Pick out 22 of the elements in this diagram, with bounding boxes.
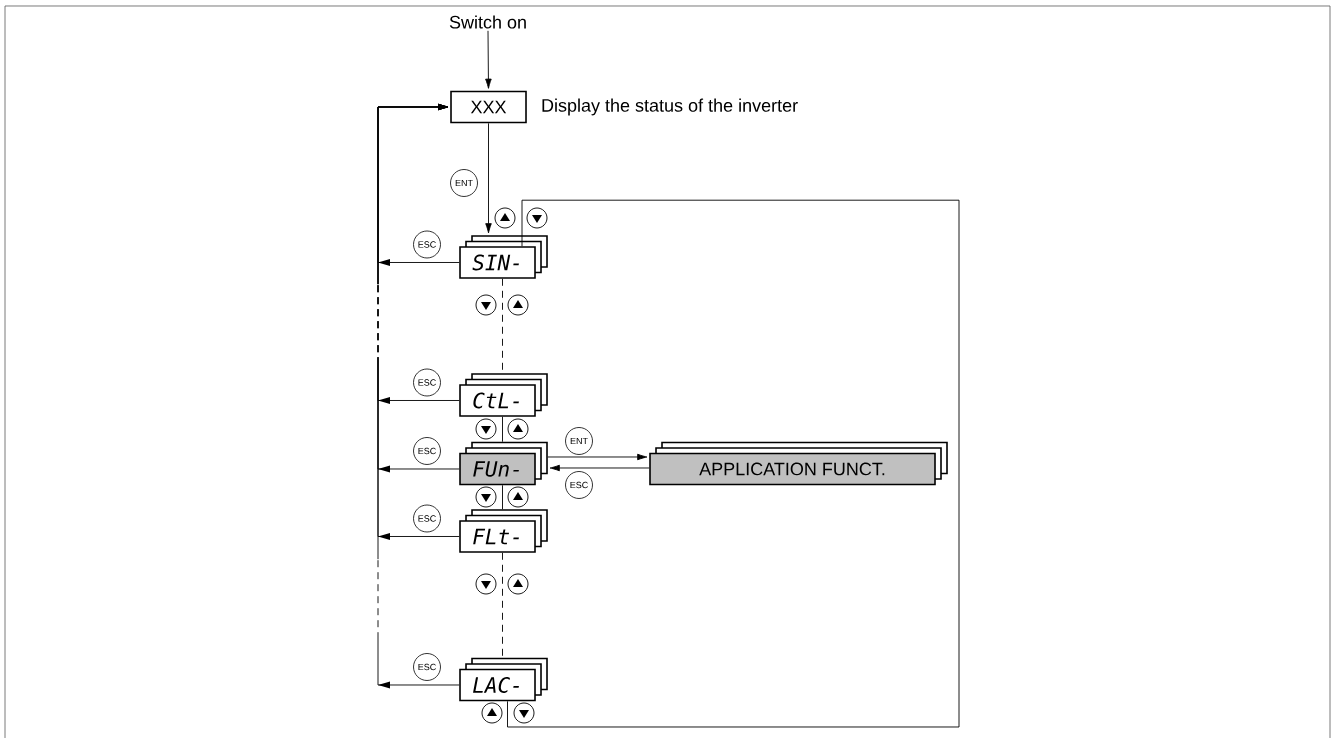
display-stack: LAC- bbox=[459, 657, 548, 702]
display-stack: CtL- bbox=[459, 373, 548, 417]
status-box: XXX bbox=[450, 90, 527, 124]
arrow bbox=[549, 464, 650, 472]
display-stack: APPLICATION FUNCT. bbox=[649, 441, 948, 486]
key-label: ESC bbox=[413, 437, 441, 465]
arrow bbox=[547, 453, 648, 461]
key-label: ESC bbox=[413, 504, 441, 533]
key-label: ESC bbox=[413, 230, 441, 259]
arrow bbox=[485, 122, 492, 234]
key-label: ENT bbox=[565, 427, 593, 455]
key-label: ENT bbox=[450, 169, 478, 197]
display-stack: FLt- bbox=[459, 509, 548, 553]
arrow bbox=[377, 103, 460, 689]
start-label: Switch on bbox=[449, 15, 526, 29]
annotation: Display the status of the inverter bbox=[542, 98, 798, 116]
display-stack: SIN- bbox=[459, 235, 548, 279]
key-label: ESC bbox=[413, 653, 441, 681]
display-stack: FUn- bbox=[459, 441, 548, 486]
key-label: ESC bbox=[413, 368, 441, 397]
arrow bbox=[485, 30, 492, 89]
key-label: ESC bbox=[565, 471, 593, 499]
